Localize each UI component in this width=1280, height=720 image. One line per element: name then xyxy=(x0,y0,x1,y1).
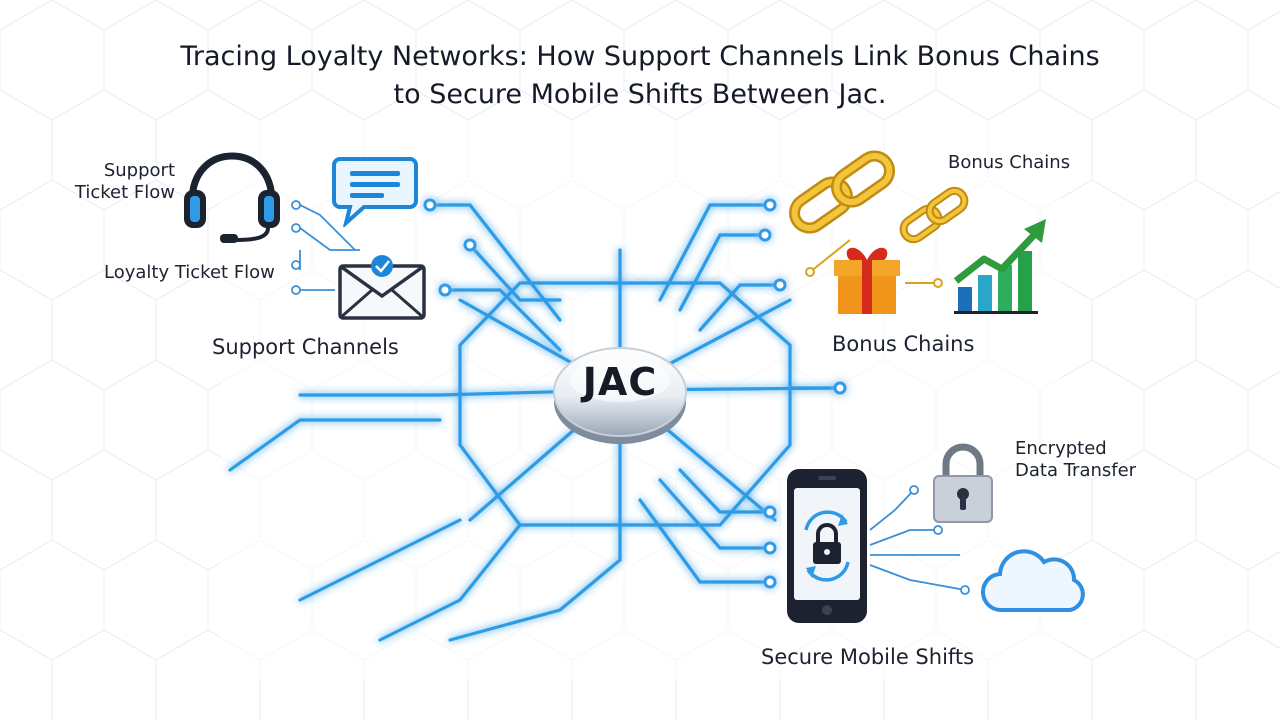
secure-connectors xyxy=(869,491,966,591)
encrypted-line-2: Data Transfer xyxy=(1015,460,1137,481)
chat-bubble-icon xyxy=(332,157,418,227)
encrypted-line-1: Encrypted xyxy=(1015,438,1107,459)
smartphone-lock-icon xyxy=(787,469,867,623)
title-line-2: to Secure Mobile Shifts Between Jac. xyxy=(393,79,887,110)
encrypted-data-transfer-label: Encrypted Data Transfer xyxy=(1015,438,1136,482)
support-ticket-flow-label: Support Ticket Flow xyxy=(75,160,175,204)
bonus-chains-title: Bonus Chains xyxy=(832,332,975,356)
hub-disc xyxy=(553,347,687,444)
network-nodes xyxy=(423,198,847,589)
padlock-icon xyxy=(933,443,993,523)
cloud-icon xyxy=(980,549,1085,613)
gift-box-icon xyxy=(834,247,900,314)
growth-chart-icon xyxy=(953,219,1046,314)
support-ticket-flow-line-2: Ticket Flow xyxy=(74,182,175,203)
secure-mobile-shifts-title: Secure Mobile Shifts xyxy=(761,645,975,669)
bonus-chains-top-label: Bonus Chains xyxy=(948,152,1071,173)
loyalty-ticket-flow-label: Loyalty Ticket Flow xyxy=(104,262,275,283)
support-channels-title: Support Channels xyxy=(212,335,399,359)
small-chain-link-icon xyxy=(899,186,969,244)
chain-link-icon xyxy=(789,150,895,234)
network-web xyxy=(228,203,842,642)
envelope-icon xyxy=(338,255,426,320)
headset-icon xyxy=(184,152,280,243)
title-line-1: Tracing Loyalty Networks: How Support Ch… xyxy=(180,41,1100,72)
support-ticket-flow-line-1: Support xyxy=(103,160,175,181)
hub-label: JAC xyxy=(582,360,658,404)
bonus-connectors xyxy=(809,239,938,284)
page-title: Tracing Loyalty Networks: How Support Ch… xyxy=(0,38,1280,114)
